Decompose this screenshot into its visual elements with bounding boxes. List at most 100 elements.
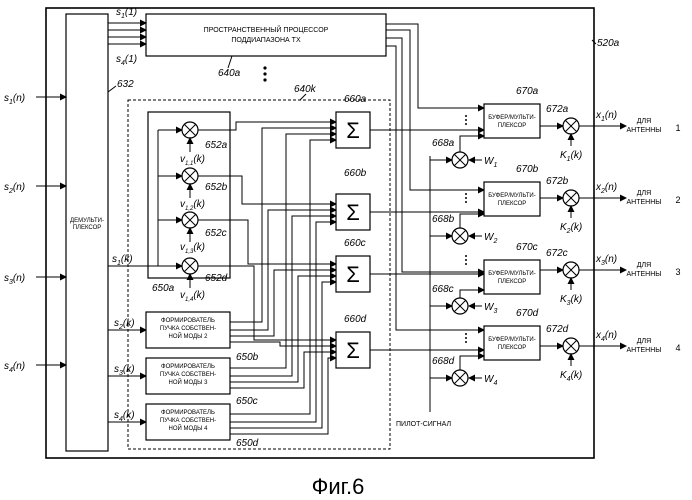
svg-text:АНТЕННЫ: АНТЕННЫ	[627, 199, 662, 206]
svg-text:НОЙ МОДЫ 4: НОЙ МОДЫ 4	[169, 424, 209, 432]
svg-text:660c: 660c	[344, 238, 366, 249]
output-multiplier-672c: 672c K3(k)	[540, 248, 582, 307]
svg-text:650c: 650c	[236, 396, 258, 407]
input-s1: s1(n)	[4, 93, 66, 106]
svg-text:ПЛЕКСОР: ПЛЕКСОР	[498, 345, 527, 351]
svg-text:670d: 670d	[516, 308, 539, 319]
svg-text:660d: 660d	[344, 314, 367, 325]
svg-text:660b: 660b	[344, 168, 367, 179]
svg-text:668d: 668d	[432, 356, 455, 367]
svg-text:Σ: Σ	[346, 262, 360, 287]
demux-label-line1: ДЕМУЛЬТИ-	[70, 218, 104, 224]
buffer-mux-670c: БУФЕР/МУЛЬТИ- ПЛЕКСОР 670c	[484, 242, 540, 294]
buffer-mux-670b: БУФЕР/МУЛЬТИ- ПЛЕКСОР 670b	[484, 164, 540, 216]
svg-text:W4: W4	[484, 374, 497, 387]
svg-text:x2(n): x2(n)	[595, 182, 617, 195]
summer-660d: Σ 660d	[336, 314, 370, 368]
pilot-multiplier-668a: 668a W1	[430, 136, 497, 169]
output-multiplier-672b: 672b K2(k)	[540, 176, 582, 235]
svg-text:K2(k): K2(k)	[560, 222, 582, 235]
svg-text:ПЛЕКСОР: ПЛЕКСОР	[498, 123, 527, 129]
bf-input-s1k: s1(k)	[112, 254, 133, 267]
processor-k-ref: 640k	[294, 84, 317, 95]
svg-text:v1,4(k): v1,4(k)	[180, 290, 205, 303]
svg-text:Σ: Σ	[346, 200, 360, 225]
svg-text:Σ: Σ	[346, 118, 360, 143]
beamformer-1-ref: 650a	[152, 283, 175, 294]
svg-text:670c: 670c	[516, 242, 538, 253]
buffer-mux-670d: БУФЕР/МУЛЬТИ- ПЛЕКСОР 670d	[484, 308, 540, 360]
svg-text:668a: 668a	[432, 138, 455, 149]
output-multiplier-672d: 672d K4(k)	[540, 324, 582, 383]
svg-text:652a: 652a	[205, 140, 228, 151]
svg-text:K1(k): K1(k)	[560, 150, 582, 163]
svg-text:ФОРМИРОВАТЕЛЬ: ФОРМИРОВАТЕЛЬ	[161, 364, 215, 370]
svg-text:s4(k): s4(k)	[114, 410, 135, 423]
svg-text:s2(k): s2(k)	[114, 318, 135, 331]
svg-text:W2: W2	[484, 232, 497, 245]
svg-text:668c: 668c	[432, 284, 454, 295]
tx-processor-ref: 640a	[218, 68, 241, 79]
svg-text:672a: 672a	[546, 104, 569, 115]
eigenmode-beamformer-4: s4(k) ФОРМИРОВАТЕЛЬ ПУЧКА СОБСТВЕН- НОЙ …	[108, 404, 259, 449]
svg-text:БУФЕР/МУЛЬТИ-: БУФЕР/МУЛЬТИ-	[488, 193, 536, 199]
svg-text:x4(n): x4(n)	[595, 330, 617, 343]
svg-text:НОЙ МОДЫ 3: НОЙ МОДЫ 3	[169, 378, 209, 386]
demux-ref: 632	[117, 79, 134, 90]
tx-spatial-processor	[146, 14, 386, 56]
svg-text:Σ: Σ	[346, 338, 360, 363]
svg-text:s2(n): s2(n)	[4, 182, 25, 195]
pilot-signal-label: ПИЛОТ-СИГНАЛ	[396, 421, 451, 428]
svg-text:650d: 650d	[236, 438, 259, 449]
svg-text:652b: 652b	[205, 182, 228, 193]
figure-caption: Фиг.6	[312, 474, 365, 499]
svg-text:672b: 672b	[546, 176, 569, 187]
svg-text:668b: 668b	[432, 214, 455, 225]
tx-in-s1: s1(1)	[116, 7, 137, 20]
svg-text:670a: 670a	[516, 86, 539, 97]
svg-text:K3(k): K3(k)	[560, 294, 582, 307]
svg-text:K4(k): K4(k)	[560, 370, 582, 383]
svg-text:ПЛЕКСОР: ПЛЕКСОР	[498, 201, 527, 207]
svg-text:x1(n): x1(n)	[595, 110, 617, 123]
svg-text:652c: 652c	[205, 228, 227, 239]
svg-text:3: 3	[675, 267, 680, 277]
svg-text:650b: 650b	[236, 352, 259, 363]
svg-text:АНТЕННЫ: АНТЕННЫ	[627, 271, 662, 278]
svg-text:s1(n): s1(n)	[4, 93, 25, 106]
svg-text:x3(n): x3(n)	[595, 254, 617, 267]
svg-text:ПУЧКА СОБСТВЕН-: ПУЧКА СОБСТВЕН-	[160, 326, 216, 332]
input-s4: s4(n)	[4, 361, 66, 374]
svg-text:ДЛЯ: ДЛЯ	[637, 338, 651, 345]
svg-text:ДЛЯ: ДЛЯ	[637, 262, 651, 269]
demux-label-line2: ПЛЕКСОР	[73, 225, 102, 231]
input-s3: s3(n)	[4, 273, 66, 286]
output-multiplier-672a: 672a K1(k)	[540, 104, 582, 163]
input-s2: s2(n)	[4, 182, 66, 195]
tx-in-s4: s4(1)	[116, 54, 137, 67]
svg-text:БУФЕР/МУЛЬТИ-: БУФЕР/МУЛЬТИ-	[488, 337, 536, 343]
eigenmode-beamformer-2: s2(k) ФОРМИРОВАТЕЛЬ ПУЧКА СОБСТВЕН- НОЙ …	[108, 312, 259, 363]
demultiplexer	[66, 14, 108, 451]
svg-text:s3(k): s3(k)	[114, 364, 135, 377]
summer-660a: Σ 660a	[336, 94, 370, 148]
svg-text:ПУЧКА СОБСТВЕН-: ПУЧКА СОБСТВЕН-	[160, 372, 216, 378]
svg-text:ДЛЯ: ДЛЯ	[637, 190, 651, 197]
svg-text:ДЛЯ: ДЛЯ	[637, 118, 651, 125]
svg-text:672c: 672c	[546, 248, 568, 259]
summer-660c: Σ 660c	[336, 238, 370, 292]
svg-text:ПЛЕКСОР: ПЛЕКСОР	[498, 279, 527, 285]
svg-text:670b: 670b	[516, 164, 539, 175]
svg-text:s4(n): s4(n)	[4, 361, 25, 374]
svg-text:2: 2	[675, 195, 680, 205]
summer-660b: Σ 660b	[336, 168, 370, 230]
svg-text:652d: 652d	[205, 273, 228, 284]
svg-text:W3: W3	[484, 302, 497, 315]
svg-text:s3(n): s3(n)	[4, 273, 25, 286]
tx-processor-title-1: ПРОСТРАНСТВЕННЫЙ ПРОЦЕССОР	[204, 25, 329, 34]
outer-frame-ref: 520a	[597, 38, 620, 49]
svg-text:АНТЕННЫ: АНТЕННЫ	[627, 127, 662, 134]
svg-text:660a: 660a	[344, 94, 367, 105]
svg-text:ПУЧКА СОБСТВЕН-: ПУЧКА СОБСТВЕН-	[160, 418, 216, 424]
